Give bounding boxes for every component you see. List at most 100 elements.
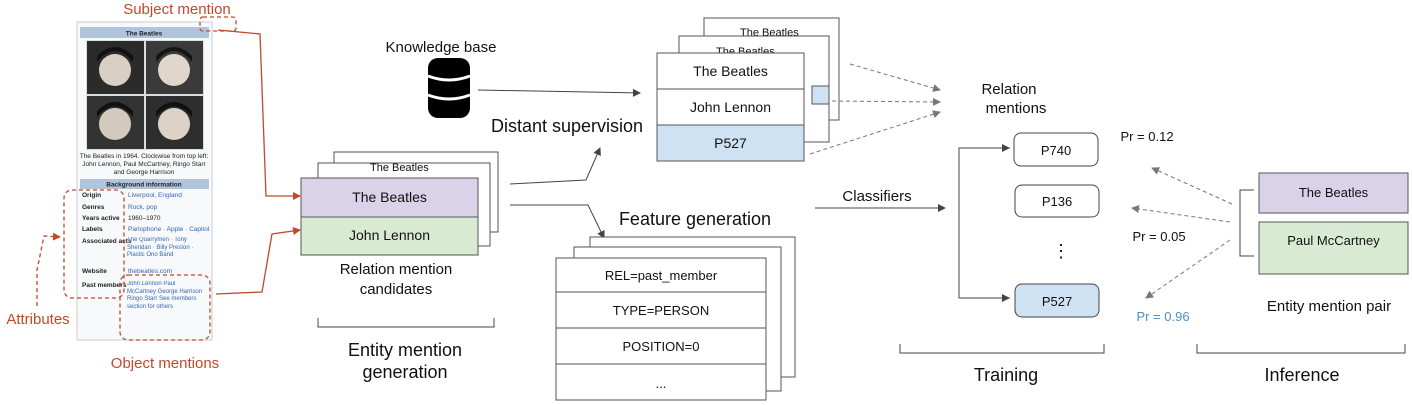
photo-tile-3: [87, 96, 144, 149]
relation-mentions-line-2: mentions: [986, 100, 1047, 117]
candidate-back-text: The Beatles: [370, 162, 429, 174]
relation-list-ellipsis: ⋮: [1052, 241, 1070, 261]
relation-branch-line: [958, 147, 1010, 299]
infobox-row-label: Origin: [82, 192, 101, 199]
kb-to-stack-arrow: [477, 88, 641, 97]
entity-generation-line-2: generation: [362, 362, 447, 382]
infobox-row-value: 1960–1970: [128, 215, 161, 222]
band-photo: [86, 40, 204, 150]
infobox-row-past-members: Past members John Lennon Paul McCartney …: [82, 281, 203, 310]
infobox-row-labels: Labels Parlophone · Apple · Capitol: [82, 226, 210, 233]
relation-label-box-highlight: [1014, 283, 1100, 318]
infobox-row-website: Website thebeatles.com: [82, 268, 172, 275]
entity-generation-bracket: [317, 318, 495, 328]
supervision-dashed-arrow: [849, 63, 941, 92]
distant-supervision-stack: The Beatles The Beatles The Beatles John…: [656, 17, 840, 162]
infobox-row-associated-acts: Associated acts The Quarrymen · Tony She…: [82, 237, 194, 258]
infobox-row-value[interactable]: The Quarrymen · Tony Sheridan · Billy Pr…: [127, 237, 194, 258]
infobox-row-label: Labels: [82, 226, 103, 233]
pair-subject-box: [1258, 172, 1409, 214]
supervision-dashed-arrow: [831, 97, 941, 106]
candidate-card-stack: The Beatles The Beatles John Lennon: [300, 151, 499, 256]
entity-generation-line-1: Entity mention: [348, 340, 462, 360]
subject-to-candidate-arrow: [217, 29, 301, 200]
candidates-caption-line-2: candidates: [360, 281, 433, 298]
attributes-highlight: [63, 189, 125, 299]
infobox-caption-line-3: and George Harrison: [114, 169, 175, 176]
infobox-row-value[interactable]: thebeatles.com: [128, 268, 172, 275]
infobox-section-bar: [80, 179, 209, 189]
inference-bracket: [1196, 344, 1406, 354]
candidates-caption-line-1: Relation mention: [340, 261, 453, 278]
relation-label-box: [1013, 132, 1099, 167]
knowledge-base-label: Knowledge base: [386, 39, 497, 56]
feature-row-text: TYPE=PERSON: [613, 303, 709, 318]
object-mentions-highlight: [119, 274, 211, 341]
attributes-label: Attributes: [6, 311, 69, 328]
attributes-pointer-arrow: [36, 232, 61, 306]
object-mentions-label: Object mentions: [111, 355, 219, 372]
candidates-to-features-arrow: [510, 204, 605, 239]
inference-dashed-arrow: [1131, 205, 1231, 223]
infobox-caption-line-1: The Beatles in 1964. Clockwise from top …: [80, 153, 209, 160]
feature-row-text: ...: [656, 376, 667, 391]
infobox-row-value[interactable]: Liverpool, England: [128, 192, 182, 199]
infobox-row-value[interactable]: Parlophone · Apple · Capitol: [128, 226, 210, 233]
feature-row: [555, 291, 767, 329]
candidates-to-supervision-arrow: [509, 147, 601, 185]
inference-dashed-arrow: [1145, 239, 1231, 299]
candidate-subject-box: [300, 177, 479, 218]
relation-label-text: P740: [1041, 143, 1071, 158]
supervision-row-text: P527: [714, 135, 747, 151]
training-label: Training: [974, 365, 1038, 385]
classifiers-label: Classifiers: [842, 188, 911, 205]
candidate-object-box: [300, 216, 479, 256]
feature-generation-label: Feature generation: [619, 209, 771, 229]
supervision-dashed-arrow: [809, 110, 941, 155]
infobox-title-bar: [80, 27, 209, 38]
probability-label-highlight: Pr = 0.96: [1136, 309, 1189, 324]
relation-label-text: P136: [1042, 194, 1072, 209]
infobox-section-header: Background information: [106, 182, 182, 189]
infobox-row-label: Genres: [82, 204, 105, 211]
feature-row-text: REL=past_member: [605, 268, 718, 283]
feature-card-stack: REL=past_member TYPE=PERSON POSITION=0 .…: [555, 236, 796, 401]
infobox-row-label: Website: [82, 268, 107, 275]
infobox-row-origin: Origin Liverpool, England: [82, 192, 182, 199]
infobox-row-label: Associated acts: [82, 238, 132, 245]
photo-tile-4: [146, 96, 203, 149]
infobox-row-genres: Genres Rock, pop: [82, 204, 158, 211]
supervision-row-text: The Beatles: [693, 63, 768, 79]
infobox-row-years-active: Years active 1960–1970: [82, 215, 161, 222]
supervision-back-highlight: [811, 85, 830, 105]
infobox-row-label: Past members: [82, 282, 127, 289]
relation-mentions-line-1: Relation: [981, 81, 1036, 98]
infobox-row-value[interactable]: Rock, pop: [128, 204, 158, 211]
feature-row: [555, 327, 767, 365]
supervision-row-text: John Lennon: [690, 99, 771, 115]
photo-tile-2: [146, 41, 203, 94]
infobox-row-value-wrap: The Quarrymen · Tony Sheridan · Billy Pr…: [127, 237, 194, 258]
probability-label: Pr = 0.05: [1132, 229, 1185, 244]
entity-mention-pair-label: Entity mention pair: [1267, 298, 1391, 315]
infobox-row-value[interactable]: John Lennon Paul McCartney George Harris…: [127, 281, 203, 310]
distant-supervision-label: Distant supervision: [491, 116, 643, 136]
inference-label: Inference: [1264, 365, 1339, 385]
candidate-object-text: John Lennon: [349, 227, 430, 243]
inference-dashed-arrow: [1151, 167, 1233, 205]
supervision-row-relation: [656, 124, 805, 162]
feature-row-text: POSITION=0: [623, 339, 700, 354]
pair-subject-text: The Beatles: [1299, 185, 1369, 200]
object-to-candidate-arrow: [215, 227, 301, 295]
probability-label: Pr = 0.12: [1120, 129, 1173, 144]
infobox-row-value-wrap: John Lennon Paul McCartney George Harris…: [127, 281, 203, 310]
photo-tile-1: [87, 41, 144, 94]
database-icon: [427, 58, 471, 118]
pair-object-text: Paul McCartney: [1287, 233, 1380, 248]
feature-row: [555, 257, 767, 293]
subject-mention-highlight: [199, 16, 237, 32]
candidate-subject-text: The Beatles: [352, 189, 427, 205]
pair-object-box: [1258, 221, 1409, 275]
